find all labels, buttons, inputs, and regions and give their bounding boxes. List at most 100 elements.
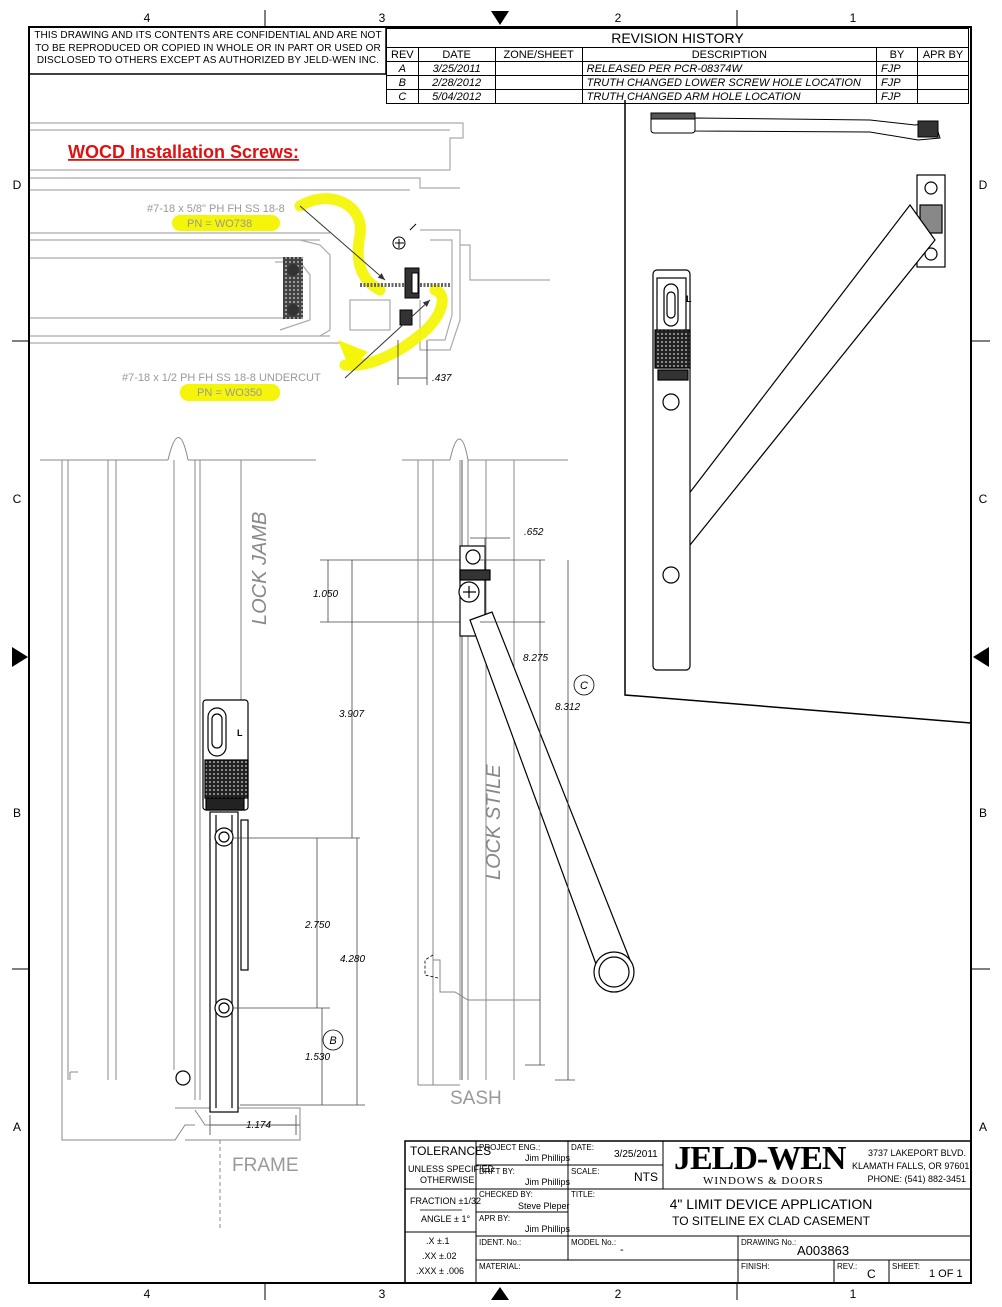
- revision-history-table: REVISION HISTORY REV DATE ZONE/SHEET DES…: [386, 28, 969, 104]
- apr-cell: [917, 75, 969, 90]
- table-row: C 5/04/2012 TRUTH CHANGED ARM HOLE LOCAT…: [386, 89, 969, 104]
- dim-8312: 8.312: [555, 702, 580, 713]
- rev-cell: B: [386, 75, 419, 90]
- jamb-operator: [175, 699, 249, 1113]
- screw1-desc: #7-18 x 5/8" PH FH SS 18-8: [147, 203, 285, 215]
- dim-1174: 1.174: [246, 1120, 271, 1131]
- pn1-highlight: [172, 215, 280, 231]
- section-detail: [30, 122, 550, 351]
- address-line-1: 3737 LAKEPORT BLVD.: [867, 1148, 966, 1158]
- drawing-no-label: DRAWING No.:: [741, 1238, 797, 1247]
- zone-left-c: C: [13, 492, 22, 506]
- checked-value: Steve Pleper: [518, 1201, 570, 1211]
- zone-bottom-2: 2: [615, 1287, 622, 1301]
- project-eng-value: Jim Phillips: [525, 1153, 571, 1163]
- finish-label: FINISH:: [741, 1262, 770, 1271]
- rev-b-bubble: [322, 1029, 344, 1051]
- screw-section: [360, 223, 450, 326]
- dim-8275: 8.275: [523, 653, 548, 664]
- apr-value: Jim Phillips: [525, 1224, 571, 1234]
- sash-hidden-line: [424, 954, 439, 979]
- zone-left-a: A: [13, 1120, 21, 1134]
- screws-heading: WOCD Installation Screws:: [68, 142, 299, 162]
- rev-c-bubble: [573, 674, 595, 696]
- zone-left-b: B: [13, 806, 21, 820]
- zone-right-a: A: [979, 1120, 987, 1134]
- tolerance-fraction: FRACTION ±1/32: [410, 1196, 481, 1206]
- project-eng-label: PROJECT ENG.:: [479, 1143, 541, 1152]
- zone-bottom-4: 4: [144, 1287, 151, 1301]
- date-cell: 5/04/2012: [417, 89, 496, 104]
- screw2-desc: #7-18 x 1/2 PH FH SS 18-8 UNDERCUT: [122, 372, 321, 384]
- tolerance-xxx: .XXX ± .006: [416, 1266, 464, 1276]
- iso-operator: [652, 174, 946, 671]
- confidentiality-notice: THIS DRAWING AND ITS CONTENTS ARE CONFID…: [34, 30, 382, 66]
- sheet-label: SHEET:: [892, 1262, 921, 1271]
- zone-top-4: 4: [144, 11, 151, 25]
- weatherstrip-bulb-bottom: [287, 304, 299, 316]
- center-mark-right: [973, 647, 989, 667]
- screw1-pn: PN = WO738: [187, 218, 252, 230]
- zone-bottom-1: 1: [850, 1287, 857, 1301]
- zone-bottom-3: 3: [379, 1287, 386, 1301]
- ident-label: IDENT. No.:: [479, 1238, 522, 1247]
- weatherstrip-bulb-top: [287, 264, 299, 276]
- dim-1050: 1.050: [313, 589, 338, 600]
- by-cell: FJP: [876, 61, 918, 76]
- leader-screw2: [344, 299, 431, 379]
- scale-label: SCALE:: [571, 1167, 600, 1176]
- apr-label: APR BY:: [479, 1214, 511, 1223]
- rev-c-label: C: [580, 680, 588, 692]
- center-mark-left: [12, 647, 28, 667]
- address-phone: PHONE: (541) 882-3451: [867, 1174, 966, 1184]
- highlight-arrow: [338, 340, 368, 370]
- highlight-strokes: [294, 193, 448, 371]
- leader-screw1: [299, 205, 386, 281]
- apr-cell: [917, 89, 969, 104]
- dim-1530: 1.530: [305, 1052, 330, 1063]
- title-line-1: 4" LIMIT DEVICE APPLICATION: [669, 1196, 873, 1212]
- rev-label: REV.:: [837, 1262, 858, 1271]
- date-label: DATE:: [571, 1143, 594, 1152]
- address-line-2: KLAMATH FALLS, OR 97601: [852, 1161, 970, 1171]
- zone-col-header: ZONE/SHEET: [494, 47, 583, 62]
- confidentiality-box: [28, 26, 387, 75]
- rev-cell: C: [386, 89, 419, 104]
- apr-cell: [917, 61, 969, 76]
- stile-dim-lines: [470, 537, 575, 1081]
- date-cell: 2/28/2012: [417, 75, 496, 90]
- tolerance-angle: ANGLE ± 1°: [421, 1214, 471, 1224]
- tolerances-otherwise: OTHERWISE: [420, 1175, 475, 1185]
- dim-652: .652: [524, 527, 544, 538]
- title-label: TITLE:: [571, 1190, 596, 1199]
- material-label: MATERIAL:: [479, 1262, 521, 1271]
- model-value: -: [620, 1244, 624, 1256]
- date-col-header: DATE: [417, 47, 496, 62]
- by-cell: FJP: [876, 75, 918, 90]
- frame-label: FRAME: [232, 1155, 299, 1176]
- detail-view-frame: [624, 100, 972, 724]
- zone-cell: [494, 61, 583, 76]
- zone-right-c: C: [979, 492, 988, 506]
- dim-2750: 2.750: [304, 920, 330, 931]
- description-col-header: DESCRIPTION: [581, 47, 878, 62]
- table-row: A 3/25/2011 RELEASED PER PCR-08374W FJP: [386, 61, 969, 76]
- center-mark-top: [491, 11, 509, 25]
- drawing-no-value: A003863: [797, 1243, 850, 1258]
- description-cell: TRUTH CHANGED ARM HOLE LOCATION: [581, 89, 878, 104]
- tolerance-x: .X ±.1: [426, 1236, 450, 1246]
- center-mark-bottom: [491, 1287, 509, 1300]
- table-row: B 2/28/2012 TRUTH CHANGED LOWER SCREW HO…: [386, 75, 969, 90]
- top-arm-view: [650, 112, 941, 141]
- zone-cell: [494, 75, 583, 90]
- description-cell: TRUTH CHANGED LOWER SCREW HOLE LOCATION: [581, 75, 878, 90]
- zone-right-d: D: [979, 178, 988, 192]
- checked-label: CHECKED BY:: [479, 1190, 533, 1199]
- title-block-grid: [404, 1140, 972, 1284]
- tolerance-xx: .XX ±.02: [422, 1251, 457, 1261]
- rev-b-label: B: [329, 1035, 336, 1047]
- zone-left-d: D: [13, 178, 22, 192]
- pn2-highlight: [180, 384, 280, 401]
- drft-label: DRFT BY:: [479, 1167, 515, 1176]
